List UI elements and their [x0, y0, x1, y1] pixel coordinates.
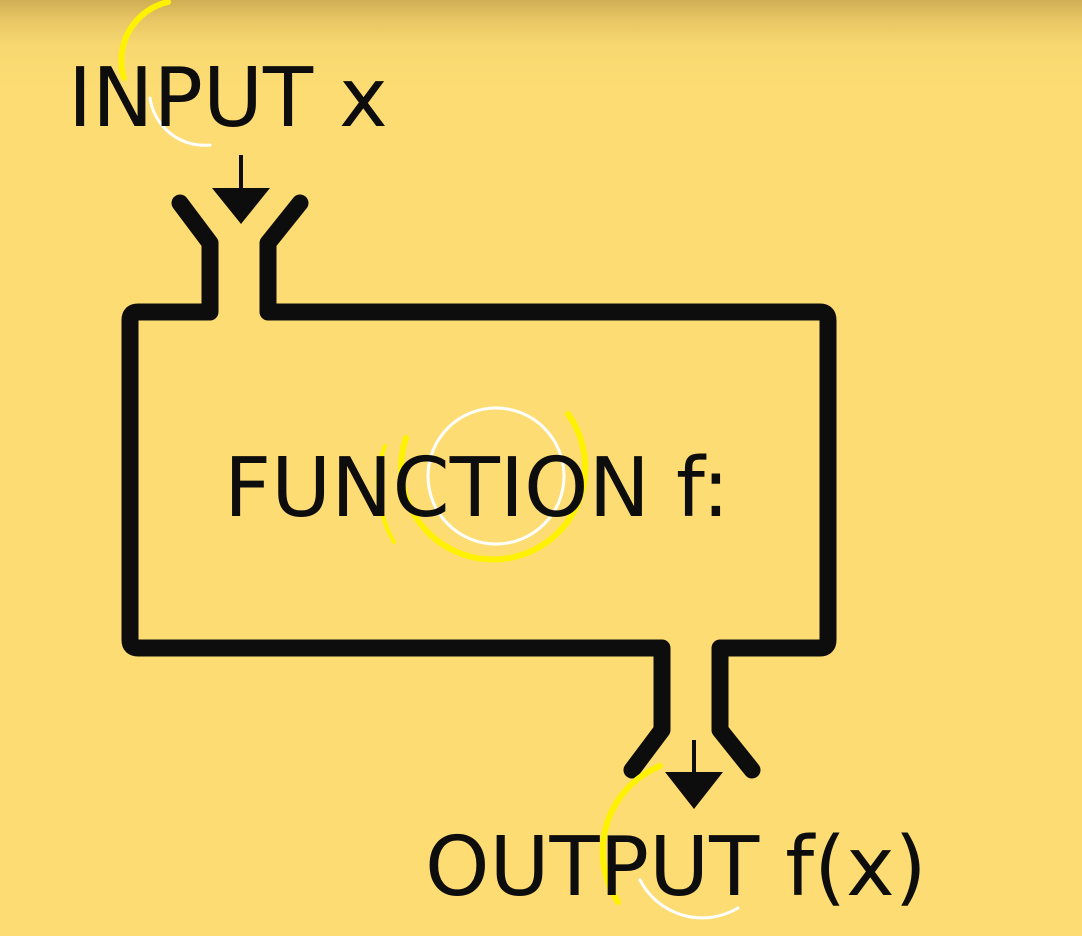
output-label: OUTPUT f(x) [425, 820, 927, 915]
input-white-ring [148, 96, 212, 147]
function-yellow-dash-1 [375, 444, 387, 486]
input-arrow [212, 155, 270, 224]
input-label: INPUT x [68, 51, 388, 146]
input-yellow-ring [118, 0, 171, 81]
highlight-rings [118, 0, 740, 920]
output-white-ring [638, 878, 740, 920]
function-white-ring [426, 406, 566, 546]
function-yellow-dash-2 [380, 510, 396, 544]
machine-outline [121, 194, 837, 779]
output-arrow [665, 740, 723, 809]
function-yellow-ring [398, 411, 589, 563]
output-yellow-ring [599, 763, 663, 905]
function-label: FUNCTION f: [224, 441, 730, 536]
